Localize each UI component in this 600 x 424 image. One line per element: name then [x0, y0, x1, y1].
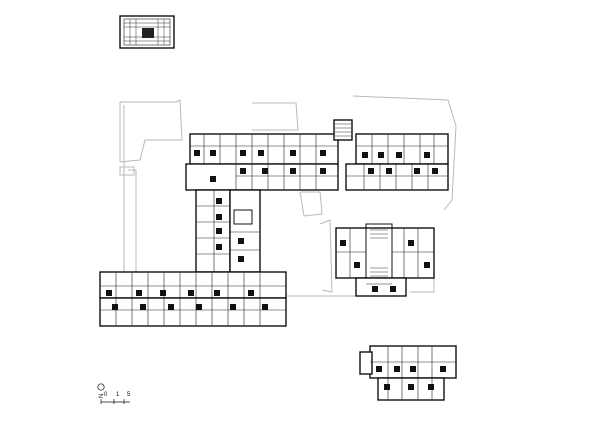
tower-block: [335, 223, 435, 297]
north-marker-label: N: [99, 394, 105, 398]
south-wing: [99, 271, 287, 327]
scale-tick-5: 5: [127, 392, 131, 398]
key-plan-inset: [119, 15, 175, 49]
central-wing: [195, 189, 261, 293]
scale-tick-0: 0: [104, 392, 108, 398]
north-arrow-and-scale: N 0 1 5: [97, 383, 131, 404]
north-wing: [185, 133, 339, 191]
detached-block: [359, 345, 457, 401]
east-wing: [333, 119, 449, 191]
scale-tick-1: 1: [116, 392, 120, 398]
